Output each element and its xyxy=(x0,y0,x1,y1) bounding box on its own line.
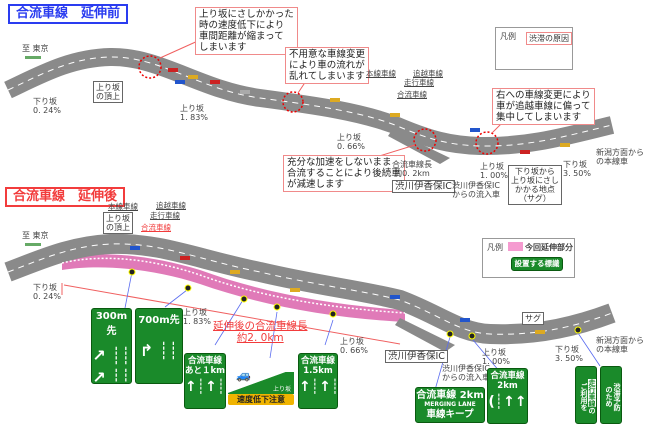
sign-use-driving-lane: 走行車線の ご利用を xyxy=(575,366,597,424)
legend-item: 渋滞の原因 xyxy=(526,32,572,45)
lane-passing-label: 追越車線 xyxy=(156,201,186,210)
ic-inflow-label: 渋川伊香保IC からの流入車 xyxy=(452,181,500,199)
lane-arrows-icon: ↑┊↑┊↑ xyxy=(185,379,226,395)
lane-driving-label: 走行車線 xyxy=(150,211,180,220)
direction-arrow-icon xyxy=(25,243,41,246)
ic-label: 渋川伊香保IC xyxy=(392,180,455,193)
niigata-label: 新潟方面から の本線車 xyxy=(596,336,644,354)
sign-700m: 700m先↱ ┊┊ xyxy=(135,308,183,384)
merge-length-label: 合流車線長 約0. 2km xyxy=(392,160,432,178)
sign-300m: 300m先↗ ┊┊↗ ┊┊ xyxy=(91,308,132,384)
cars xyxy=(130,68,570,334)
direction-arrow-icon xyxy=(25,56,41,59)
after-title: 合流車線 延伸後 xyxy=(5,187,126,207)
niigata-label: 新潟方面から の本線車 xyxy=(596,148,644,166)
sign-location-markers xyxy=(128,268,582,340)
callout-right-lane: 右への車線変更により 車が追越車線に偏って 集中してしまいます xyxy=(492,88,595,125)
crest-label: 上り坂 の頂上 xyxy=(103,212,133,234)
slow-down-text: 速度低下注意 xyxy=(228,394,294,405)
sag-label: 下り坂から 上り坂にさし かかる地点 （サグ） xyxy=(508,165,562,205)
legend-after: 凡例 今回延伸部分 設置する標識 xyxy=(482,238,575,278)
ramp-before xyxy=(388,130,450,164)
slope-sign-text: 上り坂 xyxy=(272,386,291,393)
sign-2km: 合流車線 2km(┊↑↑ xyxy=(487,368,528,424)
jam-cause-marker xyxy=(138,55,162,79)
callout-merge-slow: 充分な加速をしないまま 合流することにより後続車 が減速します xyxy=(283,155,405,192)
lane-passing-label: 追越車線 xyxy=(413,69,443,78)
ic-label: 渋川伊香保IC xyxy=(385,350,448,363)
sag-label: サグ xyxy=(522,312,544,325)
sign-1km: 合流車線 あと１km↑┊↑┊↑ xyxy=(184,353,226,409)
legend-before: 凡例 渋滞の原因 xyxy=(495,27,573,70)
lane-merge-label: 合流車線 xyxy=(141,223,171,232)
car-icon: 🚙 xyxy=(236,368,251,382)
sign-1-5km: 合流車線 1.5km↑┊↑┊↑ xyxy=(298,353,338,409)
lane-main-label: 本線車線 xyxy=(108,202,138,211)
sign-leaders xyxy=(124,271,601,391)
lane-arrows-icon: ↗ ┊┊↗ ┊┊ xyxy=(92,346,131,384)
sign-jam-prevention: 渋滞予防 のため xyxy=(600,366,622,424)
lane-driving-label: 走行車線 xyxy=(404,78,434,87)
extension-swatch xyxy=(508,242,523,251)
legend-title: 凡例 xyxy=(487,243,503,252)
lane-arrows-icon: (┊↑↑ xyxy=(488,394,527,410)
merge-length-label: 延伸後の合流車線長 約2. 0km xyxy=(213,320,308,344)
crest-label: 上り坂 の頂上 xyxy=(93,81,123,103)
to-tokyo-label: 至 東京 xyxy=(22,44,49,53)
extension-lane xyxy=(62,254,405,322)
to-tokyo-label: 至 東京 xyxy=(22,231,49,240)
jam-cause-marker xyxy=(475,131,499,155)
callout-lane-change: 不用意な車線変更 により車の流れが 乱れてしまいます xyxy=(285,47,370,84)
ic-inflow-label: 渋川伊香保IC からの流入車 xyxy=(442,364,490,382)
lane-arrows-icon: ↑┊↑┊↑ xyxy=(299,379,337,395)
jam-cause-marker xyxy=(413,128,437,152)
sign-slow-down: 🚙 上り坂 速度低下注意 xyxy=(228,368,294,405)
lane-merge-label: 合流車線 xyxy=(397,90,427,99)
lane-main-label: 本線車線 xyxy=(366,69,396,78)
jam-cause-marker xyxy=(282,91,304,113)
callout-speed-drop: 上り坂にさしかかった 時の速度低下により 車間距離が縮まって しまいます xyxy=(195,7,298,55)
legend-title: 凡例 xyxy=(500,32,516,41)
ramp-after xyxy=(395,318,455,352)
legend-item-extension: 今回延伸部分 xyxy=(525,243,573,252)
before-title: 合流車線 延伸前 xyxy=(8,4,129,24)
legend-item-sign: 設置する標識 xyxy=(511,257,563,271)
lane-arrows-icon: ↱ ┊┊ xyxy=(139,341,179,360)
